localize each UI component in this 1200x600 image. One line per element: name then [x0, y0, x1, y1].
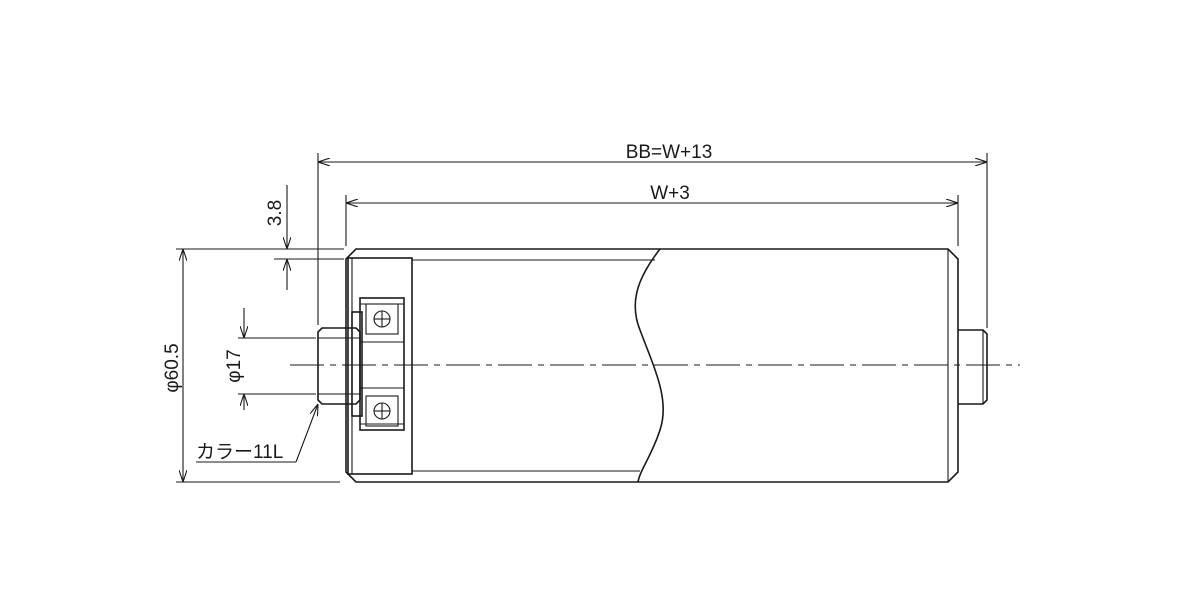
shaft-diameter-label: φ17 — [224, 349, 245, 382]
roller-tube — [345, 248, 959, 483]
break-line — [634, 248, 664, 483]
inner-length-label: W+3 — [650, 183, 690, 204]
dim-inner-length: W+3 — [345, 183, 959, 246]
dim-flange-offset: 3.8 — [265, 185, 344, 290]
dim-shaft-diameter: φ17 — [224, 308, 316, 410]
roller-diameter-label: φ60.5 — [162, 343, 183, 392]
collar-leader: カラー11L — [196, 404, 318, 463]
bearing — [351, 297, 405, 431]
flange-offset-label: 3.8 — [265, 200, 286, 226]
shaft-end-right — [958, 329, 988, 405]
collar-label: カラー11L — [196, 442, 283, 463]
dim-overall-length: BB=W+13 — [317, 142, 988, 328]
collar — [317, 327, 361, 405]
dim-roller-diameter: φ60.5 — [162, 248, 340, 483]
end-cap — [347, 257, 413, 475]
overall-length-label: BB=W+13 — [626, 142, 713, 163]
